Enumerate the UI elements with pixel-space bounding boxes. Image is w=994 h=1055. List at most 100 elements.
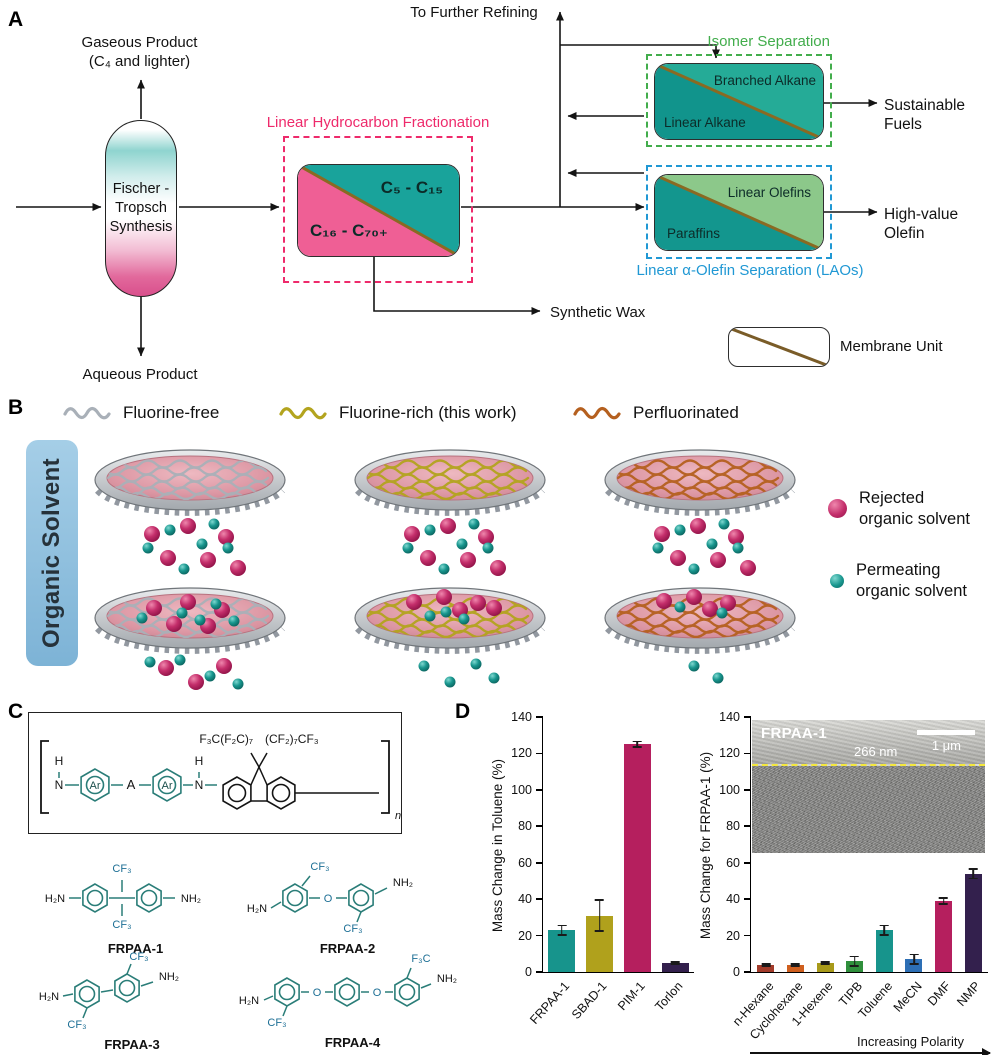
y-tick: 100 [511,783,543,797]
monomer-name: FRPAA-1 [107,941,164,956]
panel-c-label: C [8,700,24,723]
sem-selective-layer [752,720,985,766]
bar-Cyclohexane [786,962,804,972]
bar-slot: MeCN [890,718,929,1015]
isomer-separation-title: Isomer Separation [707,33,830,50]
balls-on-membrane [136,594,240,634]
aryl-ring-label: Ar [90,780,101,792]
bar-DMF [935,897,953,972]
bar-slot: n-Hexane [730,718,781,1029]
bar-slot: PIM-1 [615,718,657,1013]
organic-solvent-banner: Organic Solvent [26,440,78,666]
membrane-column-fluorine-free [95,450,285,690]
polymer-structure: H N Ar A Ar H N F₃C(F₂C)₇ (CF₂)₇CF₃ n [40,732,401,822]
y-tick-label: 60 [726,855,740,870]
svg-text:O: O [324,893,333,905]
aqueous-product-label: Aqueous Product [82,366,198,383]
bar-x-label: SBAD-1 [569,979,611,1022]
legend-fluorine-rich: Fluorine-rich (this work) [278,402,517,424]
monomer-name: FRPAA-3 [104,1037,160,1052]
bar-MeCN [905,953,923,972]
y-tick-label: 120 [511,746,532,761]
y-tick-label: 40 [726,892,740,907]
isomer-dashed-box [646,54,832,147]
bar-SBAD-1 [586,899,614,972]
svg-text:H₂N: H₂N [45,893,65,905]
high-value-olefin-label: High-value Olefin [884,206,959,243]
synthetic-wax-label: Synthetic Wax [550,304,646,321]
rejected-solvent-legend: Rejected organic solvent [828,488,988,529]
bar-Toluene [875,924,893,972]
bar-slot: FRPAA-1 [527,718,581,1027]
gaseous-product-label: Gaseous Product(C₄ and lighter) [81,34,198,70]
membrane-column-fluorine-rich [355,450,545,688]
sem-membrane-label: FRPAA-1 [761,725,827,742]
error-bar [913,953,915,965]
y-tick-label: 40 [518,892,532,907]
bar-x-label: PIM-1 [615,979,648,1014]
error-bar [636,740,639,748]
bar-slot: 1-Hexene [789,718,840,1029]
bar-x-label: MeCN [890,979,925,1015]
y-tick-label: 0 [525,965,532,979]
solvent-mixture-balls [402,518,506,576]
error-bar [883,924,886,936]
fractionation-title: Linear Hydrocarbon Fractionation [266,114,490,131]
monomer-name: FRPAA-2 [319,941,376,956]
svg-text:CF₃: CF₃ [112,919,131,931]
lao-title: Linear α-Olefin Separation (LAOs) [636,262,864,279]
to-further-refining-label: To Further Refining [410,4,538,21]
error-bar [598,899,601,932]
svg-text:NH₂: NH₂ [437,973,457,985]
lao-dashed-box [646,165,832,259]
polarity-arrow [750,1048,991,1055]
n-atom: N [55,778,64,792]
y-tick: 120 [511,746,543,760]
balls-on-membrane [656,589,736,619]
monomer-frpaa-2: H₂N CF₃ O CF₃ NH₂ FRPAA-2 [240,850,455,956]
lao-bottom-label: Paraffins [667,226,721,241]
y-tick: 100 [719,783,751,797]
svg-text:NH₂: NH₂ [393,877,413,889]
fluorine-rich-strand-icon [279,406,327,420]
bar-PIM-1 [623,740,651,972]
bar-1-Hexene [816,961,834,972]
sem-cross-section-inset: FRPAA-1 266 nm 1 μm [752,720,985,853]
svg-text:CF₃: CF₃ [310,861,329,873]
svg-text:H₂N: H₂N [247,903,267,915]
y-tick: 0 [525,965,543,979]
panel-b-label: B [8,396,24,419]
sem-thickness-label: 266 nm [854,744,898,759]
to-isomer-arrow [560,44,720,59]
error-bar [794,962,797,967]
y-tick: 40 [726,892,751,906]
repeat-subscript: n [395,810,401,822]
monomer-frpaa-4: H₂N CF₃ O O F₃C NH₂ FRPAA-4 [235,944,470,1050]
membrane-unit-legend-symbol [728,327,830,367]
lao-top-label: Linear Olefins [727,185,811,200]
bar-x-label: NMP [954,979,984,1010]
balls-on-membrane [406,589,502,625]
svg-text:H₂N: H₂N [39,991,59,1003]
synthetic-wax-arrow [373,257,541,315]
membrane-unit-legend-label: Membrane Unit [840,338,943,355]
increasing-polarity-axis: Increasing Polarity [750,1034,991,1055]
error-bar [942,897,945,905]
y-tick-label: 0 [733,965,740,979]
svg-text:F₃C: F₃C [411,953,430,965]
fractionation-dashed-box [283,136,473,283]
y-tick-label: 100 [511,782,532,797]
fluorine-free-strand-icon [63,406,111,420]
isomer-top-label: Branched Alkane [713,73,816,88]
y-tick: 0 [733,965,751,979]
bar-slot: Torlon [652,718,694,1014]
rejected-ball-icon [828,499,847,519]
sem-scale-label: 1 μm [931,738,961,753]
monomer-name: FRPAA-4 [324,1035,381,1050]
monomer-frpaa-3: H₂N CF₃ CF₃ NH₂ FRPAA-3 [32,946,232,1052]
